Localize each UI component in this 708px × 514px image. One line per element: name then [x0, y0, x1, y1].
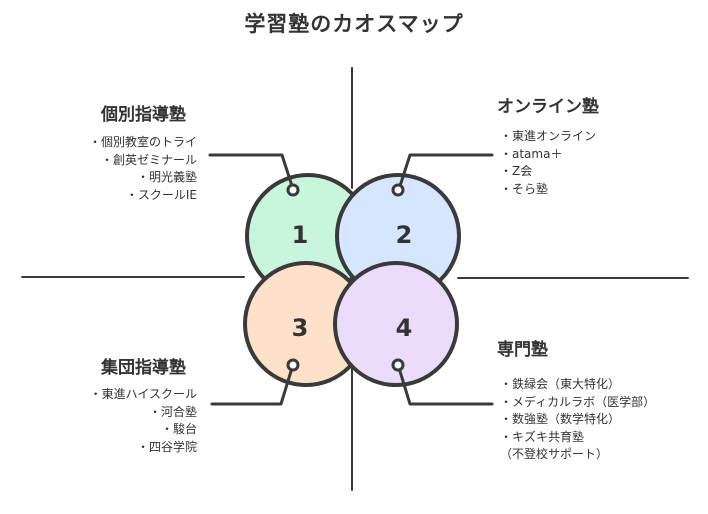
connector-2 — [398, 153, 494, 188]
list-item: ・河合塾 — [148, 404, 197, 419]
list-item: ・個別教室のトライ — [88, 135, 197, 149]
list-item: ・四谷学院 — [136, 439, 197, 454]
list-item: ・創英ゼミナール — [100, 152, 197, 167]
connector-1 — [208, 153, 294, 188]
quadrant-list-1: ・個別教室のトライ ・創英ゼミナール ・明光義塾 ・スクールIE — [89, 134, 197, 204]
quadrant-list-3: ・東進ハイスクール ・河合塾 ・駿台 ・四谷学院 — [90, 386, 197, 456]
quadrant-heading-2: オンライン塾 — [497, 97, 599, 117]
connector-ring-3 — [286, 358, 300, 372]
list-item: ・キズキ共育塾 — [500, 429, 585, 444]
quadrant-heading-4: 専門塾 — [497, 340, 548, 360]
quadrant-number-3: 3 — [292, 314, 309, 342]
list-item: ・駿台 — [160, 422, 197, 436]
list-item: ・メディカルラボ（医学部） — [500, 394, 656, 409]
list-item: ・atama＋ — [500, 146, 563, 161]
list-item: ・東進オンライン — [500, 129, 597, 143]
connector-3 — [210, 366, 294, 406]
quadrant-list-4: ・鉄緑会（東大特化） ・メディカルラボ（医学部） ・数強塾（数学特化） ・キズキ… — [500, 376, 655, 464]
page-title: 学習塾のカオスマップ — [244, 12, 464, 36]
connector-4 — [397, 366, 494, 406]
quadrant-number-1: 1 — [292, 221, 309, 249]
quadrant-list-2: ・東進オンライン ・atama＋ ・Z会 ・そら塾 — [500, 128, 596, 198]
quadrant-heading-1: 個別指導塾 — [101, 105, 186, 125]
connector-ring-4 — [391, 358, 405, 372]
connector-ring-1 — [286, 183, 300, 197]
quadrant-number-2: 2 — [396, 221, 413, 249]
quadrant-heading-3: 集団指導塾 — [101, 358, 186, 378]
quadrant-circle-4 — [333, 261, 459, 387]
list-item: ・数強塾（数学特化） — [500, 412, 621, 426]
list-item: ・鉄緑会（東大特化） — [500, 377, 621, 391]
quadrant-number-4: 4 — [396, 314, 413, 342]
list-item: （不登校サポート） — [500, 447, 609, 461]
list-item: ・明光義塾 — [136, 170, 197, 184]
list-item: ・東進ハイスクール — [89, 387, 197, 401]
list-item: ・そら塾 — [500, 181, 549, 196]
list-item: ・Z会 — [500, 164, 533, 178]
connector-ring-2 — [391, 183, 405, 197]
list-item: ・スクールIE — [125, 187, 197, 202]
